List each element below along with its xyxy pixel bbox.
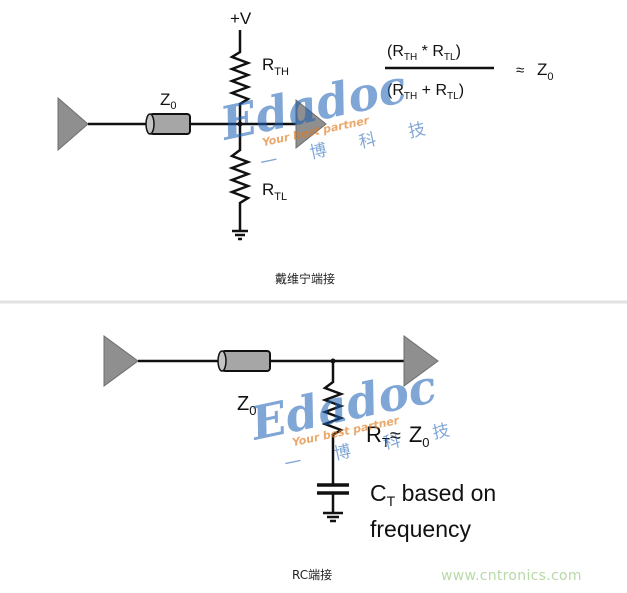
rc-capacitor-label: CT based on	[370, 480, 496, 509]
thevenin-formula: (RTH * RTL) (RTH + RTL) ≈ Z0	[385, 43, 554, 102]
driver-buffer-icon	[57, 96, 89, 152]
receiver-buffer-icon	[403, 335, 439, 387]
formula-denominator: (RTH + RTL)	[387, 82, 464, 102]
lower-resistor-label: RTL	[262, 180, 287, 203]
upper-resistor-icon	[228, 48, 252, 124]
lower-resistor-icon	[228, 124, 252, 230]
capacitor-icon	[317, 483, 349, 512]
formula-numerator: (RTH * RTL)	[387, 43, 461, 63]
watermark-bottom: Edadoc Your best partner 一 博 科 技	[244, 359, 465, 475]
thevenin-caption: 戴维宁端接	[275, 272, 336, 286]
rc-capacitor-label-line2: frequency	[370, 516, 472, 542]
ground-icon	[232, 229, 248, 241]
formula-approx: ≈	[516, 62, 524, 79]
transmission-line-icon	[217, 350, 271, 372]
thevenin-circuit: +V Z0 RTH RTL (RTH * RTL) (RTH + RTL) ≈ …	[57, 9, 554, 241]
ground-icon	[323, 511, 343, 523]
driver-buffer-icon	[103, 335, 139, 387]
supply-label: +V	[230, 9, 252, 28]
rc-caption: RC端接	[292, 568, 333, 582]
rc-resistor-label: RT≈Z0	[366, 422, 430, 450]
termination-resistor-icon	[321, 361, 345, 484]
receiver-buffer-icon	[295, 98, 327, 150]
transmission-line-icon	[145, 113, 191, 135]
cable-label: Z0	[160, 90, 177, 112]
rc-circuit: Z0 RT≈Z0 CT based on frequency	[103, 335, 496, 542]
site-watermark: www.cntronics.com	[441, 568, 582, 584]
rc-cable-label: Z0	[237, 393, 256, 418]
upper-resistor-label: RTH	[262, 55, 289, 78]
formula-result: Z0	[537, 60, 554, 83]
